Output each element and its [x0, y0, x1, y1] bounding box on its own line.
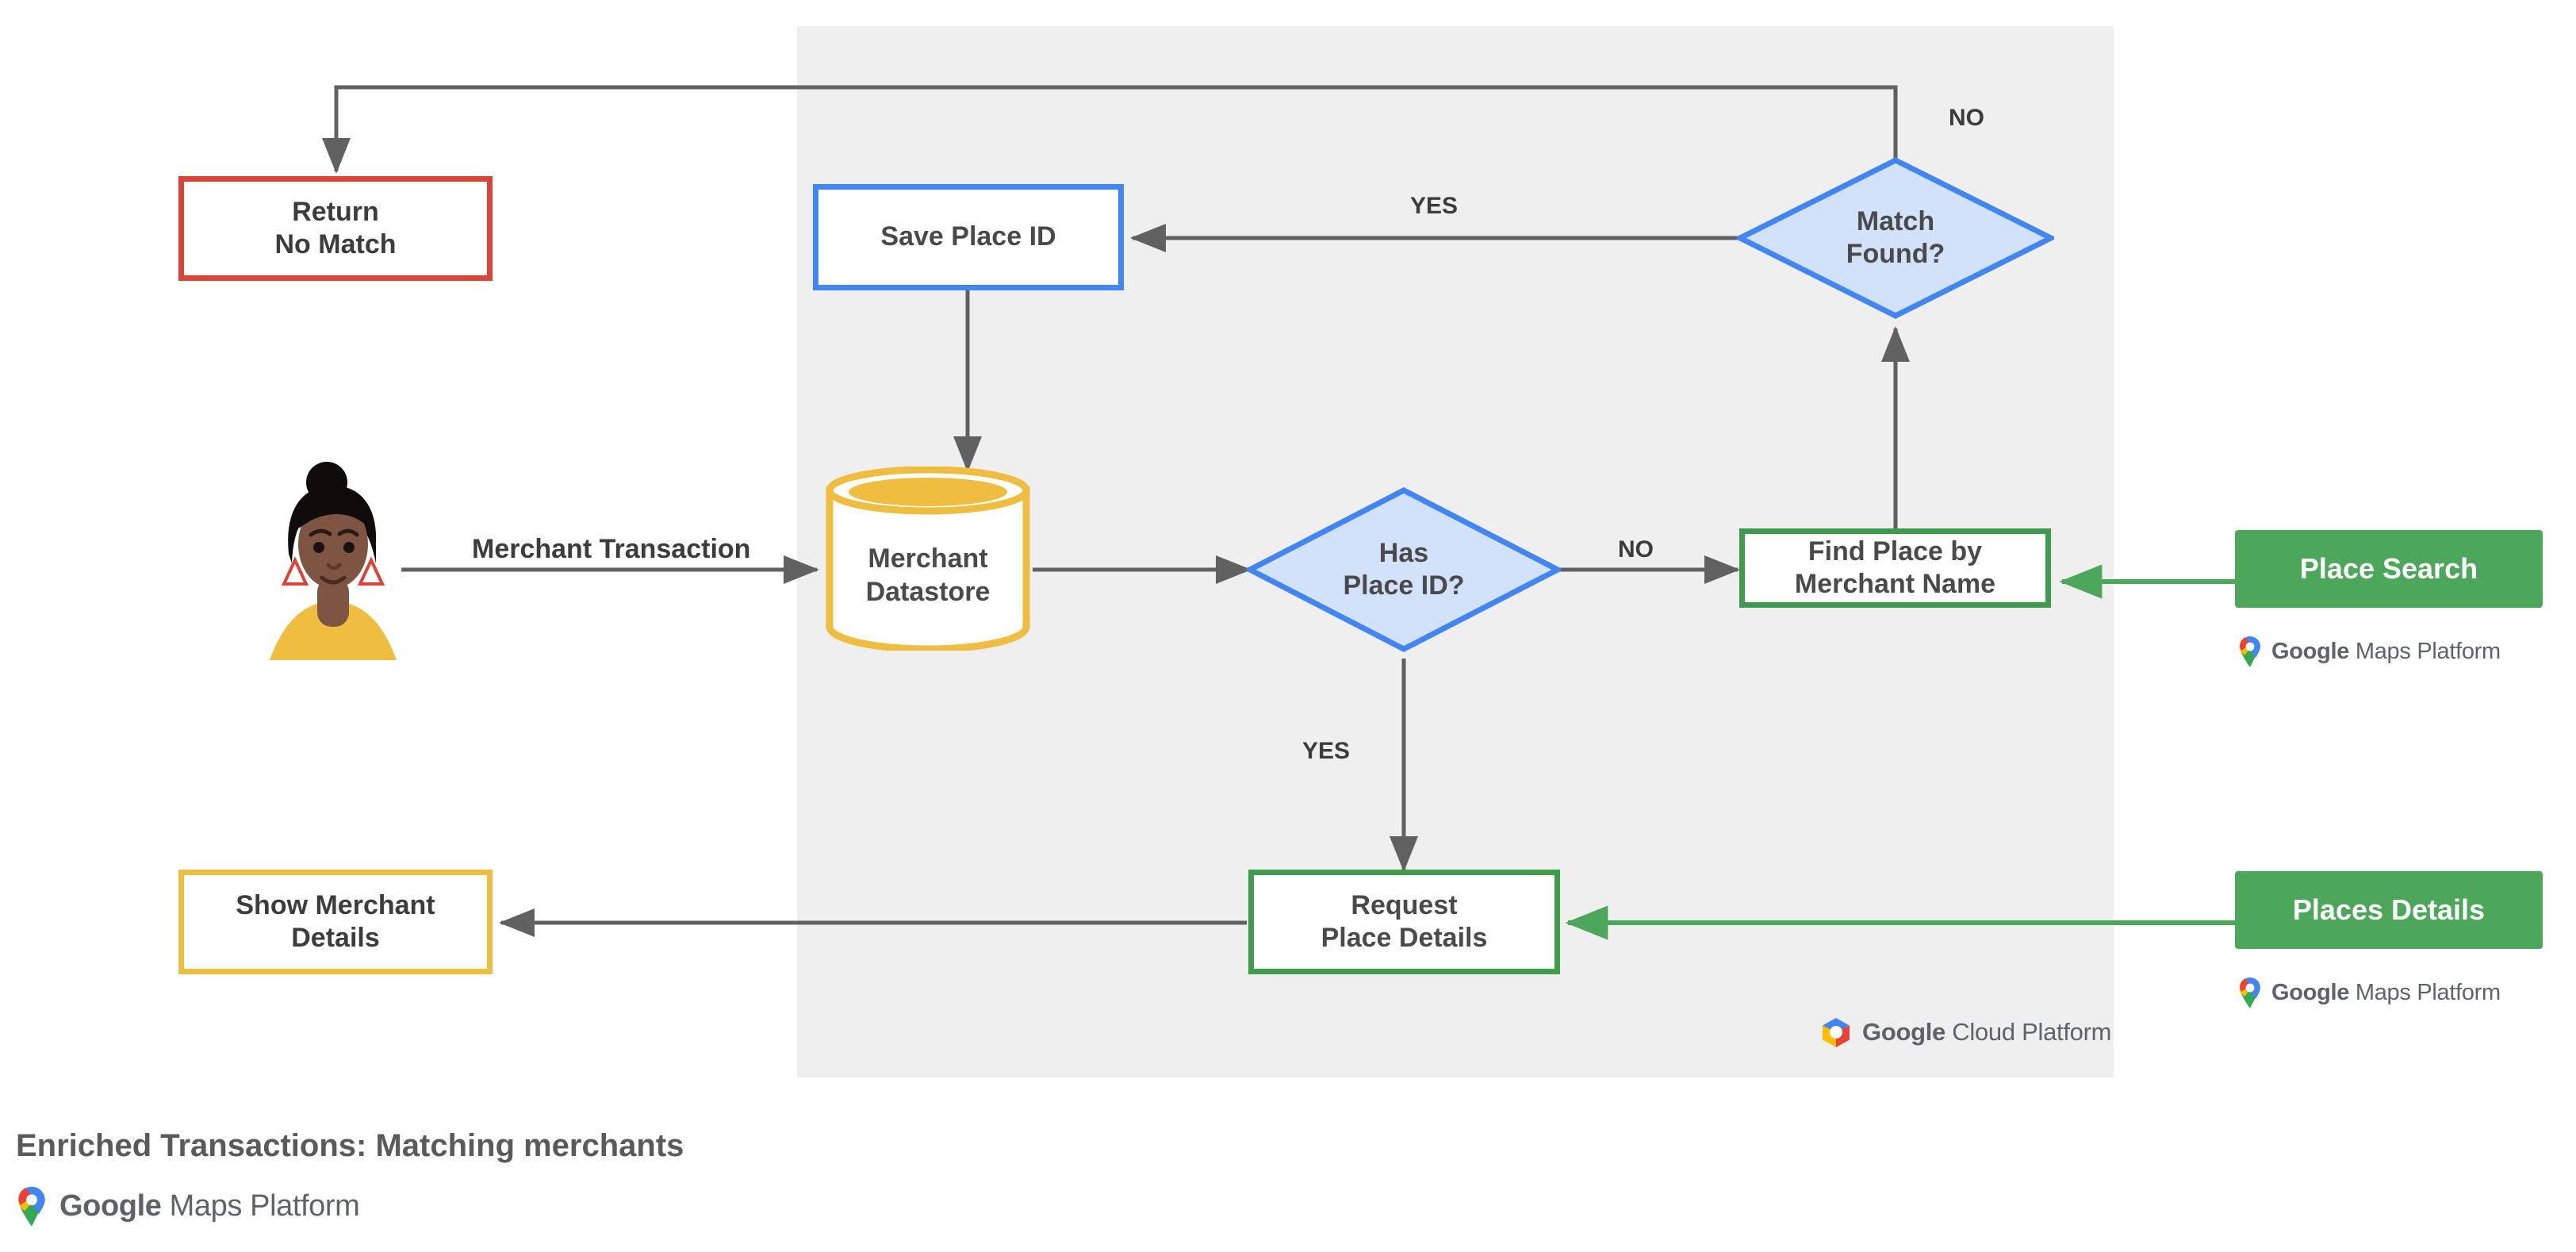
footer-maps-platform-lockup: Google Maps Platform: [14, 1185, 360, 1227]
google-cloud-platform-lockup: Google Cloud Platform: [1819, 1017, 2111, 1047]
show-merchant-line1: Show Merchant: [236, 889, 435, 920]
google-maps-pin-icon: [2239, 977, 2260, 1008]
node-return-no-match-text: Return No Match: [275, 196, 397, 262]
maps-platform-wordmark: Google Maps Platform: [2271, 639, 2501, 665]
diagram-title: Enriched Transactions: Matching merchant…: [16, 1128, 684, 1163]
merchant-datastore-text: Merchant Datastore: [825, 516, 1031, 635]
datastore-cylinder-shape: [826, 467, 1030, 651]
match-found-line1: Match: [1856, 206, 1935, 237]
maps-platform-wordmark: Google Maps Platform: [2271, 980, 2501, 1006]
node-save-place-id[interactable]: Save Place ID: [813, 184, 1124, 290]
request-place-details-line1: Request: [1351, 889, 1458, 920]
edge-label-has-place-id-no: NO: [1618, 536, 1654, 563]
show-merchant-text: Show Merchant Details: [236, 889, 435, 955]
maps-platform-lockup-place-search: Google Maps Platform: [2237, 635, 2501, 668]
match-found-text: Match Found?: [1737, 157, 2054, 319]
save-place-id-label: Save Place ID: [880, 221, 1056, 252]
edge-label-has-place-id-yes: YES: [1302, 738, 1351, 764]
maps-platform-google-word: Google: [2271, 979, 2350, 1005]
maps-platform-lockup-places-details: Google Maps Platform: [2237, 976, 2501, 1009]
request-place-details-text: Request Place Details: [1321, 889, 1488, 955]
node-find-place-by-merchant-name[interactable]: Find Place by Merchant Name: [1739, 528, 2051, 608]
edge-label-match-found-no: NO: [1949, 105, 1984, 131]
merchant-datastore-line1: Merchant: [868, 543, 988, 574]
node-return-no-match[interactable]: Return No Match: [178, 176, 493, 281]
match-found-diamond-shape: [1737, 157, 2054, 319]
edge-label-merchant-transaction: Merchant Transaction: [472, 534, 751, 564]
footer-maps-platform-wordmark: Google Maps Platform: [59, 1189, 360, 1223]
return-no-match-line2: No Match: [274, 229, 397, 259]
places-details-label: Places Details: [2292, 893, 2486, 927]
has-place-id-line2: Place ID?: [1343, 570, 1465, 601]
node-merchant-datastore[interactable]: Merchant Datastore: [825, 467, 1031, 651]
node-has-place-id[interactable]: Has Place ID?: [1247, 487, 1561, 652]
merchant-datastore-line2: Datastore: [865, 577, 991, 607]
footer-maps-platform-rest: Maps Platform: [161, 1189, 360, 1223]
footer-google-word: Google: [59, 1189, 162, 1223]
find-place-line2: Merchant Name: [1794, 569, 1996, 599]
maps-platform-rest-word: Maps Platform: [2349, 979, 2501, 1005]
google-maps-pin-icon: [18, 1186, 45, 1227]
edge-label-match-found-yes: YES: [1410, 193, 1459, 219]
maps-platform-google-word: Google: [2271, 638, 2350, 664]
match-found-line2: Found?: [1846, 239, 1945, 269]
google-maps-pin-icon: [2239, 636, 2260, 667]
customer-avatar: [262, 460, 404, 666]
node-show-merchant-details[interactable]: Show Merchant Details: [178, 870, 493, 974]
cloud-platform-wordmark: Google Cloud Platform: [1862, 1018, 2111, 1047]
google-cloud-platform-hexagon-icon: [1823, 1018, 1850, 1047]
has-place-id-diamond-shape: [1247, 487, 1561, 652]
node-place-search[interactable]: Place Search: [2235, 530, 2543, 608]
place-search-label: Place Search: [2299, 552, 2478, 586]
node-request-place-details[interactable]: Request Place Details: [1248, 870, 1560, 974]
request-place-details-line2: Place Details: [1321, 923, 1488, 953]
node-places-details[interactable]: Places Details: [2235, 871, 2543, 949]
maps-platform-rest-word: Maps Platform: [2349, 638, 2501, 664]
show-merchant-line2: Details: [291, 923, 380, 953]
cloud-platform-rest-word: Cloud Platform: [1945, 1018, 2112, 1046]
return-no-match-line1: Return: [292, 196, 379, 227]
has-place-id-line1: Has: [1378, 538, 1429, 569]
avatar-illustration: [270, 462, 397, 660]
find-place-text: Find Place by Merchant Name: [1795, 536, 1995, 601]
cloud-platform-google-word: Google: [1862, 1018, 1945, 1046]
node-match-found[interactable]: Match Found?: [1737, 157, 2054, 319]
has-place-id-text: Has Place ID?: [1247, 487, 1561, 652]
find-place-line1: Find Place by: [1807, 536, 1983, 566]
